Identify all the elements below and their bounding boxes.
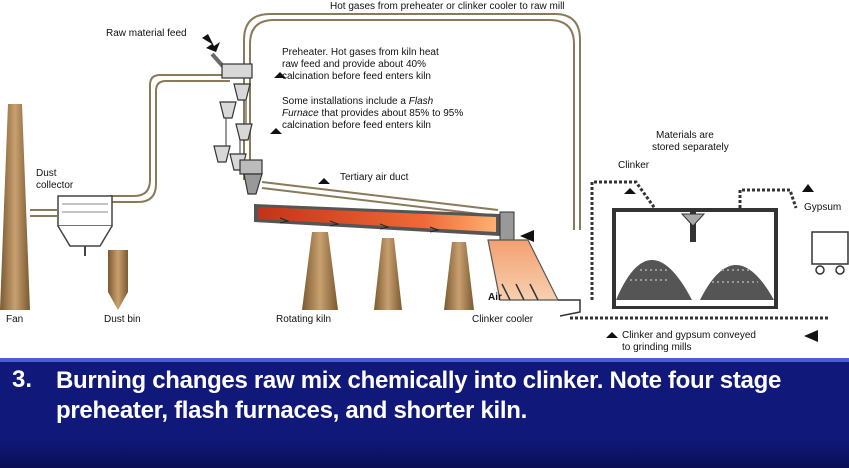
flow-arrows xyxy=(202,34,818,342)
smokestack xyxy=(0,104,30,310)
flash-label-1: Some installations include a Flash xyxy=(282,96,434,107)
fan-label: Fan xyxy=(6,314,23,325)
clinker-label: Clinker xyxy=(618,160,650,171)
dust-bin xyxy=(108,250,128,310)
clinker-cooler-label: Clinker cooler xyxy=(472,314,534,325)
tertiary-air-duct xyxy=(261,181,499,217)
tertiary-air-duct-label: Tertiary air duct xyxy=(340,172,409,183)
hot-gas-duct xyxy=(243,13,581,230)
materials-label-1: Materials are xyxy=(656,130,714,141)
preheater-label-2: raw feed and provide about 40% xyxy=(282,59,426,70)
dust-bin-label: Dust bin xyxy=(104,314,141,325)
caption-banner: 3. Burning changes raw mix chemically in… xyxy=(0,358,849,468)
conveyed-label-1: Clinker and gypsum conveyed xyxy=(622,330,756,341)
dust-collector-label-2: collector xyxy=(36,180,74,191)
materials-label-2: stored separately xyxy=(652,142,729,153)
caption-number: 3. xyxy=(12,366,33,393)
raw-feed-label: Raw material feed xyxy=(106,28,187,39)
caption-text: Burning changes raw mix chemically into … xyxy=(56,367,781,424)
rotating-kiln-label: Rotating kiln xyxy=(276,314,331,325)
preheater-label-1: Preheater. Hot gases from kiln heat xyxy=(282,47,439,58)
kiln-piers xyxy=(302,232,474,310)
preheater-tower xyxy=(213,63,263,195)
flash-label-3: calcination before feed enters kiln xyxy=(282,120,431,131)
gypsum-rail-car xyxy=(811,231,849,275)
dust-collector-label-1: Dust xyxy=(36,168,57,179)
preheater-label-3: calcination before feed enters kiln xyxy=(282,71,431,82)
dust-collector xyxy=(57,195,113,256)
storage-building xyxy=(612,208,778,309)
banner-stripe xyxy=(0,358,849,362)
conveyed-label-2: to grinding mills xyxy=(622,342,691,353)
top-label: Hot gases from preheater or clinker cool… xyxy=(330,1,565,12)
cement-kiln-diagram: Hot gases from preheater or clinker cool… xyxy=(0,1,849,353)
air-label: Air xyxy=(488,292,502,303)
conveyors xyxy=(570,180,830,320)
fan-duct xyxy=(30,209,58,217)
gypsum-label: Gypsum xyxy=(804,202,841,213)
dust-duct xyxy=(110,74,230,203)
flash-label-2: Furnace that provides about 85% to 95% xyxy=(282,108,463,119)
rotating-kiln xyxy=(254,204,515,241)
banner-shade xyxy=(0,440,849,468)
clinker-cooler xyxy=(487,239,581,317)
